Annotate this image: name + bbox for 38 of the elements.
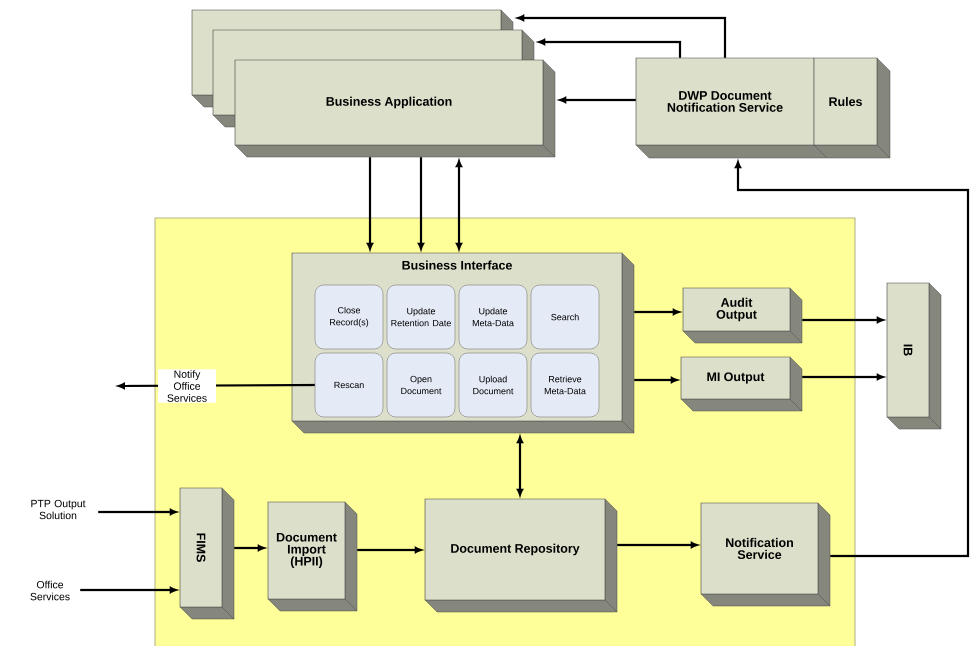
arrow xyxy=(456,160,462,250)
arrow xyxy=(98,508,177,516)
arrow xyxy=(516,436,524,496)
component-box: IB xyxy=(886,282,942,430)
arrow xyxy=(634,376,678,384)
arrow xyxy=(80,586,177,594)
function-box: Update Meta-Data xyxy=(458,284,528,350)
source-label: PTP Output Solution xyxy=(31,500,86,520)
arrow xyxy=(538,38,682,58)
arrow xyxy=(559,96,636,104)
component-box: MI Output xyxy=(680,356,802,412)
component-box: Rules xyxy=(814,58,890,158)
function-box: Search xyxy=(530,284,600,350)
function-box: Open Document xyxy=(386,352,456,418)
function-box: Rescan xyxy=(314,352,384,418)
function-box: Upload Document xyxy=(458,352,528,418)
arrow xyxy=(517,14,726,58)
edge-label: Notify Office Services xyxy=(158,369,216,403)
arrow xyxy=(634,308,680,316)
component-box: Notification Service xyxy=(700,502,830,606)
arrow xyxy=(418,157,424,250)
arrow xyxy=(357,546,422,554)
arrow xyxy=(802,316,884,324)
arrow xyxy=(366,157,374,250)
component-box: FIMS xyxy=(180,488,234,620)
function-box: Retrieve Meta-Data xyxy=(530,352,600,418)
component-box: Audit Output xyxy=(682,288,802,344)
arrow xyxy=(734,161,970,558)
source-label: Office Services xyxy=(30,580,70,600)
component-box: Document Import (HPII) xyxy=(268,502,358,612)
arrow xyxy=(802,374,884,380)
arrow xyxy=(234,544,265,552)
function-box: Update Retention Date xyxy=(386,284,456,350)
component-box: DWP Document Notification Service xyxy=(636,58,828,158)
component-box: Business Application xyxy=(234,60,556,158)
function-box: Close Record(s) xyxy=(314,284,384,350)
component-box: Document Repository xyxy=(424,498,618,612)
arrow xyxy=(617,542,698,548)
